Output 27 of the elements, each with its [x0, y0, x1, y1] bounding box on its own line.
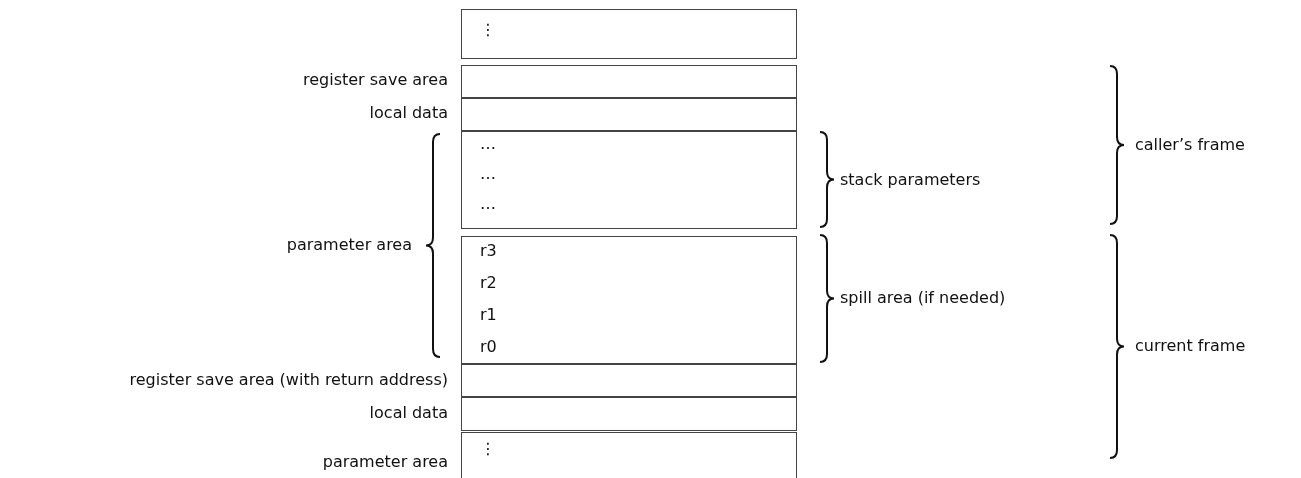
slot-text: ⋮ — [480, 20, 496, 40]
slot-text: ⋮ — [480, 439, 496, 459]
brace-label: stack parameters — [840, 170, 981, 190]
memory-slot — [461, 432, 797, 478]
slot-text: … — [480, 164, 496, 184]
slot-caption: local data — [369, 403, 448, 423]
slot-caption: register save area — [303, 70, 448, 90]
brace-label: caller’s frame — [1135, 135, 1245, 155]
slot-text: … — [480, 194, 496, 214]
memory-slot — [461, 364, 797, 397]
memory-slot — [461, 131, 797, 229]
slot-caption: parameter area — [322, 452, 448, 472]
slot-text: r0 — [480, 337, 497, 357]
slot-text: r2 — [480, 273, 497, 293]
memory-slot — [461, 65, 797, 98]
brace-label: parameter area — [286, 235, 412, 255]
brace-label: current frame — [1135, 336, 1246, 356]
slot-caption: local data — [369, 103, 448, 123]
slot-caption: register save area (with return address) — [129, 370, 448, 390]
slot-text: r3 — [480, 241, 497, 261]
slot-text: r1 — [480, 305, 497, 325]
brace-label: spill area (if needed) — [840, 288, 1006, 308]
slot-text: … — [480, 134, 496, 154]
memory-slot — [461, 397, 797, 431]
memory-slot — [461, 236, 797, 364]
memory-slot — [461, 9, 797, 59]
memory-slot — [461, 98, 797, 131]
